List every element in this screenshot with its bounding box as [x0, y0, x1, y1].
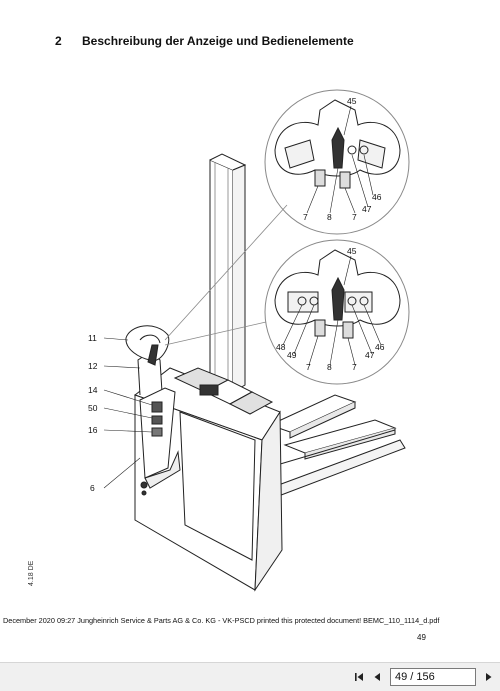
- page-indicator-input[interactable]: 49 / 156: [390, 668, 476, 686]
- section-number: 2: [55, 34, 62, 48]
- callout-top-7b: 7: [352, 212, 357, 222]
- callout-16: 16: [88, 425, 98, 435]
- document-code: 4.18 DE: [28, 560, 35, 586]
- page-number: 49: [417, 633, 426, 642]
- callout-bottom-46: 46: [375, 342, 385, 352]
- first-page-icon: [355, 673, 363, 681]
- viewer-toolbar: 49 / 156: [0, 662, 500, 691]
- pallet-stacker-illustration: 11 12 14 50 16 6 45 46 47 7 8 7 45 48 49…: [88, 89, 410, 592]
- callout-6: 6: [90, 483, 95, 493]
- callout-top-7a: 7: [303, 212, 308, 222]
- callout-11: 11: [88, 333, 97, 343]
- document-page: 2 Beschreibung der Anzeige und Bedienele…: [3, 34, 440, 642]
- callout-14: 14: [88, 385, 98, 395]
- section-title: Beschreibung der Anzeige und Bedieneleme…: [82, 34, 354, 48]
- callout-bottom-8: 8: [327, 362, 332, 372]
- callout-50: 50: [88, 403, 98, 413]
- callout-top-45: 45: [347, 96, 357, 106]
- callout-top-47: 47: [362, 204, 372, 214]
- callout-bottom-47: 47: [365, 350, 375, 360]
- next-page-button[interactable]: [482, 670, 496, 684]
- callout-bottom-49: 49: [287, 350, 297, 360]
- chevron-right-icon: [486, 673, 492, 681]
- callout-bottom-7a: 7: [306, 362, 311, 372]
- callout-top-8: 8: [327, 212, 332, 222]
- chevron-left-icon: [374, 673, 380, 681]
- print-notice: December 2020 09:27 Jungheinrich Service…: [3, 616, 440, 625]
- callout-12: 12: [88, 361, 98, 371]
- callout-bottom-45: 45: [347, 246, 357, 256]
- callout-bottom-48: 48: [276, 342, 286, 352]
- previous-page-button[interactable]: [370, 670, 384, 684]
- first-page-button[interactable]: [352, 670, 366, 684]
- callout-top-46: 46: [372, 192, 382, 202]
- callout-bottom-7b: 7: [352, 362, 357, 372]
